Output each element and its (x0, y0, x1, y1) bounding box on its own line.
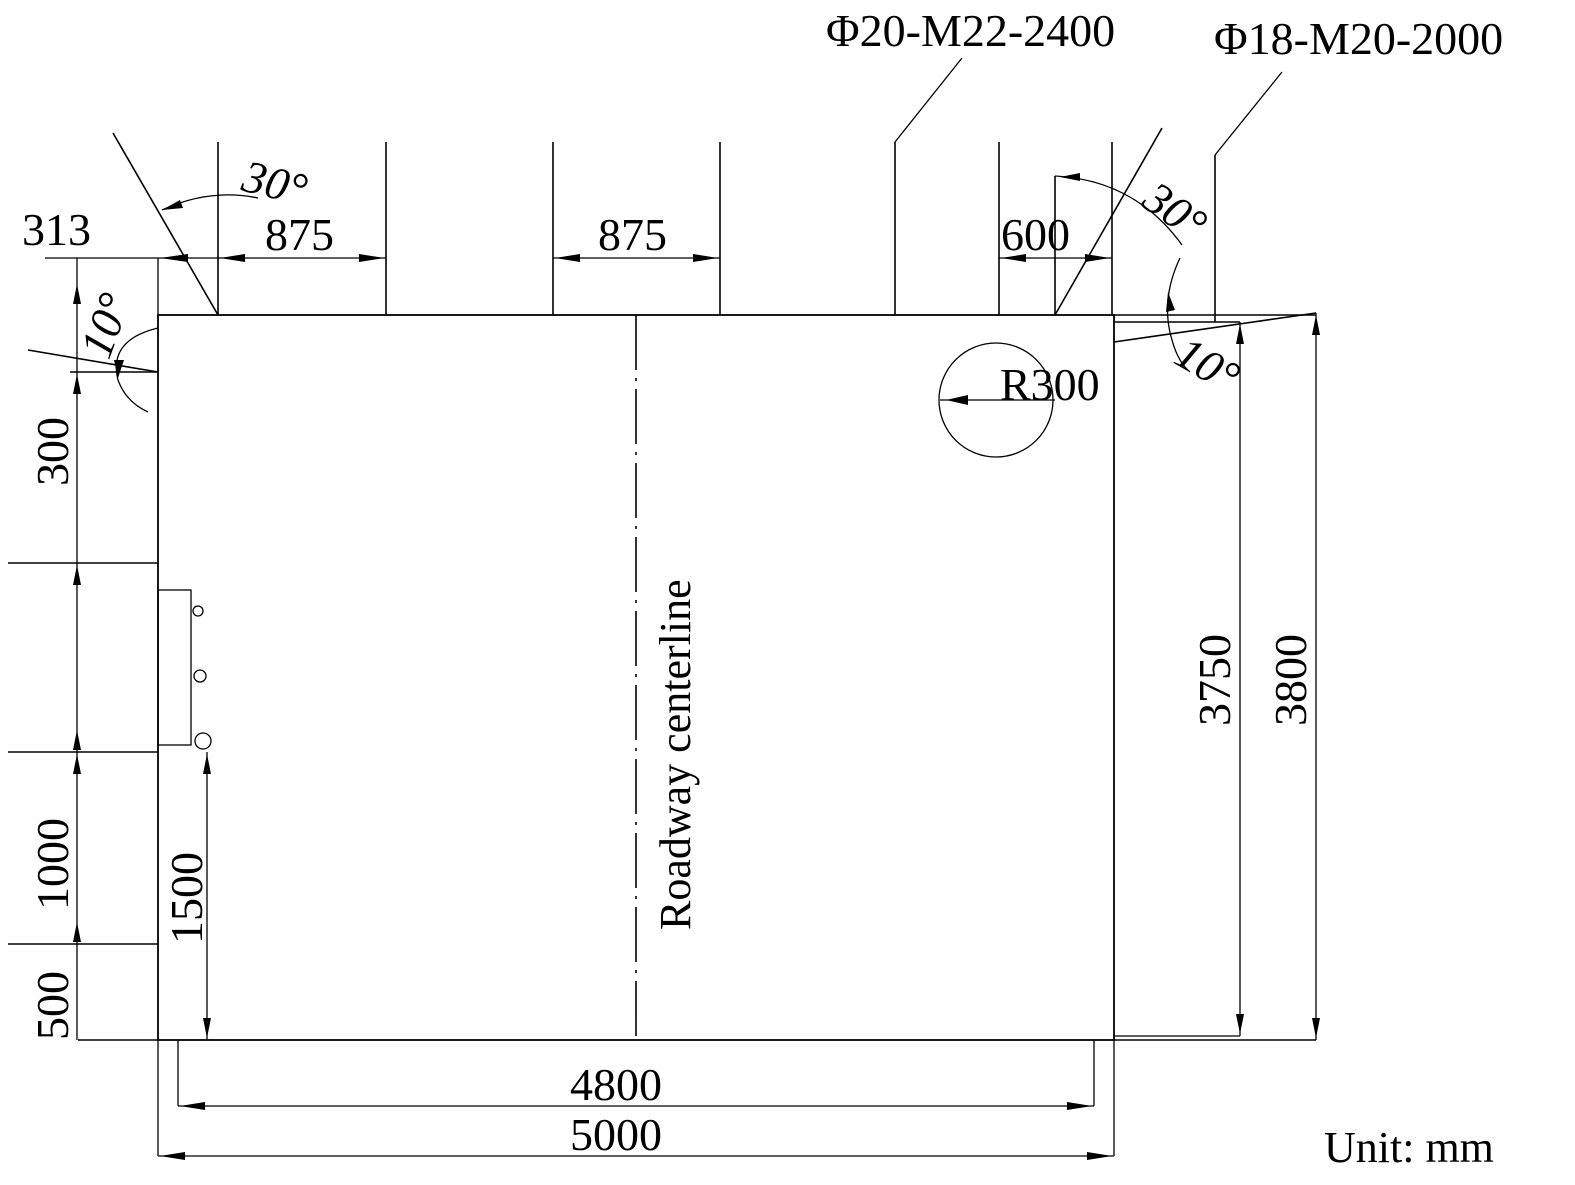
bolt-specs: Φ20-M22-2400 Φ18-M20-2000 (826, 5, 1503, 156)
angle-arrow-top-left (162, 200, 183, 210)
angle-side-right-label: 10° (1167, 326, 1248, 402)
arrow-left-6 (73, 922, 81, 942)
arrow-4800-left (180, 1102, 205, 1110)
arrow-3750-top (1236, 324, 1244, 344)
angle-arrow-side-left (114, 360, 124, 378)
arrow-left-1 (73, 284, 81, 304)
arrow-313 (160, 254, 188, 262)
angle-arc-side-right (1166, 257, 1191, 373)
bolt-hole-2 (193, 669, 207, 683)
corner-radius-label: R300 (1000, 359, 1100, 410)
radius-arrow (946, 395, 968, 405)
dim-3750-label: 3750 (1189, 634, 1240, 726)
arrow-left-4 (73, 730, 81, 750)
leader-right-spec (1214, 71, 1283, 156)
arrow-3800-bottom (1312, 1018, 1320, 1038)
top-dimensions: 313 875 875 600 (22, 204, 1112, 315)
arrow-600-left (1001, 254, 1026, 262)
right-side-bolt-inclined (1113, 312, 1317, 343)
bolt-spec-left: Φ20-M22-2400 (826, 5, 1115, 56)
bottom-dimensions: 4800 5000 (157, 1040, 1115, 1160)
left-dimensions: 300 1000 500 1500 (27, 258, 212, 1040)
arrow-5000-left (160, 1152, 185, 1160)
roof-bolts (112, 127, 1163, 316)
side-bolts (8, 155, 1317, 945)
arrow-875a-right (359, 254, 384, 262)
dim-600-label: 600 (1001, 209, 1070, 260)
arrow-3800-top (1312, 315, 1320, 335)
arrow-875b-left (555, 254, 580, 262)
arrow-left-3 (73, 565, 81, 585)
left-side-bolt-inclined (27, 349, 159, 373)
arrow-875b-right (693, 254, 718, 262)
angle-arc-side-left (115, 327, 159, 413)
angle-top-right-label: 30° (1133, 171, 1216, 250)
dim-313-label: 313 (22, 204, 91, 255)
arrow-1500-bottom (203, 1018, 211, 1038)
leader-left-spec (894, 57, 963, 143)
arrow-5000-right (1087, 1152, 1112, 1160)
arrow-4800-right (1067, 1102, 1092, 1110)
dim-4800-label: 4800 (570, 1059, 662, 1110)
arrow-875a-left (220, 254, 245, 262)
angle-arrow-side-right (1166, 292, 1175, 312)
roof-bolt-inclined-left (112, 132, 219, 316)
dim-875-left-label: 875 (265, 209, 334, 260)
angle-arrow-top-right (1060, 173, 1080, 181)
arrow-left-5 (73, 754, 81, 774)
bolt-hole-3 (194, 732, 212, 750)
dim-500-label: 500 (27, 971, 78, 1040)
arrow-1500-top (203, 754, 211, 774)
bolt-hole-1 (192, 605, 204, 617)
dim-875-middle-label: 875 (598, 209, 667, 260)
wall-plate (157, 589, 192, 746)
bolt-spec-right: Φ18-M20-2000 (1214, 13, 1503, 64)
arrow-3750-bottom (1236, 1014, 1244, 1034)
dim-1000-label: 1000 (27, 818, 78, 910)
dim-1500-label: 1500 (161, 852, 212, 944)
roof-bolt-inclined-right (1054, 127, 1163, 316)
angle-side-left-label: 10° (70, 286, 140, 364)
corner-radius: R300 (938, 342, 1100, 458)
dim-300-label: 300 (27, 417, 78, 486)
dim-3800-label: 3800 (1265, 634, 1316, 726)
right-dimensions: 3750 3800 (1114, 313, 1320, 1040)
unit-label: Unit: mm (1324, 1123, 1494, 1172)
angle-top-left-label: 30° (237, 150, 313, 215)
dim-5000-label: 5000 (570, 1109, 662, 1160)
centerline-label: Roadway centerline (651, 579, 700, 930)
arrow-600-right (1085, 254, 1110, 262)
arrow-left-2 (73, 374, 81, 394)
wall-attachment (157, 589, 212, 1040)
